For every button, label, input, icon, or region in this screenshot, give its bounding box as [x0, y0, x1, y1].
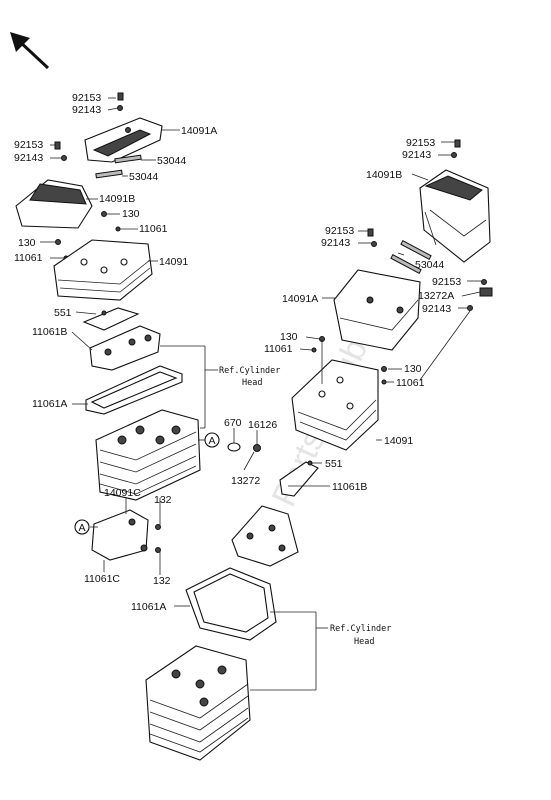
label-14091B-d: 14091B: [366, 169, 402, 181]
pin-53044-c: [400, 240, 432, 260]
direction-arrow-icon: [10, 32, 50, 70]
label-132-b: 132: [153, 575, 171, 587]
label-13272: 13272: [231, 475, 260, 487]
cover-14091B-left: [15, 179, 93, 229]
sensor-13272A: [479, 279, 493, 297]
label-14091-c: 14091: [159, 256, 188, 268]
gasket-11061A-right-inner: [193, 573, 269, 633]
head-cover-14091-right: [291, 359, 379, 451]
label-13272A: 13272A: [418, 290, 454, 302]
label-130-e: 130: [280, 331, 298, 343]
label-92143-e: 92143: [321, 237, 350, 249]
label-551-c: 551: [54, 307, 72, 319]
bolt-132-b: [155, 547, 161, 553]
label-130-e2: 130: [404, 363, 422, 375]
label-ref-head-right: Head: [354, 637, 374, 647]
label-92153-d: 92153: [406, 137, 435, 149]
label-92153-e2: 92153: [432, 276, 461, 288]
label-14091A-e: 14091A: [282, 293, 318, 305]
pin-53044-b: [95, 169, 123, 179]
cover-14091C: [91, 509, 149, 561]
label-ref-cylinder-left: Ref.Cylinder: [219, 366, 280, 376]
ref-circle-a-1: A: [198, 432, 220, 448]
label-53044-b: 53044: [129, 171, 158, 183]
bolt-92153-left: [117, 92, 124, 111]
label-92153-e: 92153: [325, 225, 354, 237]
label-14091C: 14091C: [104, 487, 141, 499]
bolt-132-a: [155, 524, 161, 530]
oring-670: [227, 442, 241, 452]
bolt-92143-right: [467, 305, 473, 311]
label-11061B-c: 11061B: [32, 326, 67, 338]
washer-11061-right-a: [311, 347, 317, 353]
rocker-11061B-right: [231, 505, 299, 567]
label-670: 670: [224, 417, 242, 429]
label-16126: 16126: [248, 419, 277, 431]
washer-11061-right-b: [381, 379, 387, 385]
label-14091B-b: 14091B: [99, 193, 135, 205]
cover-14091B-right: [419, 169, 491, 263]
cover-14091A-right: [333, 269, 421, 351]
bolt-92153-right-top: [451, 139, 461, 158]
label-130-b: 130: [122, 208, 140, 220]
cylinder-head-right: [145, 645, 251, 761]
label-92143-d: 92143: [402, 149, 431, 161]
washer-11061-a: [115, 226, 121, 232]
rocker-11061B-left: [89, 325, 161, 371]
svg-text:A: A: [209, 435, 216, 447]
bolt-130-right-b: [381, 366, 387, 372]
label-92153-a: 92153: [72, 92, 101, 104]
label-11061-c: 11061: [14, 252, 43, 264]
gasket-551-left: [82, 307, 140, 331]
label-551-e: 551: [325, 458, 343, 470]
cylinder-head-left: [95, 409, 201, 501]
label-14091A-a: 14091A: [181, 125, 217, 137]
label-11061A-c: 11061A: [32, 398, 67, 410]
bolt-130-b: [55, 239, 61, 245]
svg-text:A: A: [79, 522, 86, 534]
ref-circle-a-2: A: [74, 519, 90, 535]
head-cover-14091-left: [53, 239, 153, 301]
plug-16126: [253, 444, 261, 452]
label-92143-e2: 92143: [422, 303, 451, 315]
label-14091-e: 14091: [384, 435, 413, 447]
label-ref-head-left: Head: [242, 378, 262, 388]
label-11061-e: 11061: [264, 343, 293, 355]
gasket-11061A-left-inner: [90, 371, 178, 409]
label-ref-cylinder-right: Ref.Cylinder: [330, 624, 391, 634]
cover-14091A-left: [84, 117, 163, 163]
bolt-130-a: [101, 211, 107, 217]
label-92143-b: 92143: [14, 152, 43, 164]
label-53044-a: 53044: [157, 155, 186, 167]
label-11061B-e: 11061B: [332, 481, 367, 493]
pin-53044-a: [114, 154, 142, 164]
label-11061-e2: 11061: [396, 377, 425, 389]
label-11061-b: 11061: [139, 223, 168, 235]
label-130-c: 130: [18, 237, 36, 249]
label-11061C: 11061C: [84, 573, 120, 585]
label-53044-d: 53044: [415, 259, 444, 271]
bolt-92153-right-mid: [367, 228, 377, 247]
pin-53044-d: [390, 254, 422, 274]
label-92143-a: 92143: [72, 104, 101, 116]
leader-lines-right: [174, 141, 482, 691]
leader-lines-left: [40, 97, 258, 575]
part-labels: 92153 92143 14091A 53044 53044 92153 921…: [14, 92, 461, 647]
label-132-a: 132: [154, 494, 172, 506]
label-11061A-e: 11061A: [131, 601, 166, 613]
label-92153-b: 92153: [14, 139, 43, 151]
